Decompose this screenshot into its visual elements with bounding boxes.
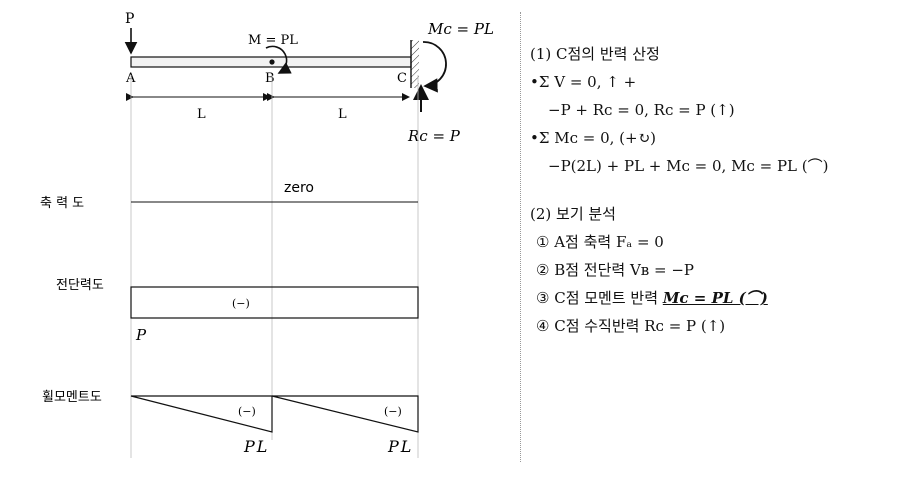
- option-3-text: ③ C점 모멘트 반력: [536, 289, 663, 307]
- label-zero: zero: [284, 180, 314, 196]
- label-pl1: PL: [243, 437, 269, 456]
- label-mc: Mᴄ = PL: [427, 20, 494, 38]
- row-label-moment: 휠모멘트도: [42, 390, 102, 405]
- label-p-shear: P: [135, 326, 147, 344]
- label-neg-m1: (−): [238, 405, 256, 418]
- solution-panel: (1) C점의 반력 산정 •Σ V = 0, ↑ + −P + Rᴄ = 0,…: [530, 40, 915, 340]
- moment-b-arrow: [265, 45, 292, 74]
- s1-eq2: •Σ Mᴄ = 0, (+↻): [530, 129, 657, 147]
- label-a: A: [125, 71, 136, 86]
- option-4: ④ C점 수직반력 Rᴄ = P (↑): [536, 317, 726, 335]
- label-pl2: PL: [387, 437, 413, 456]
- moment-triangle-2: [271, 395, 419, 433]
- beam-diagram: P M = PL Mᴄ = PL Rᴄ = P A B C L L 축 력 도 …: [40, 11, 494, 458]
- s1-title: (1) C점의 반력 산정: [530, 45, 660, 63]
- dim-l2: L: [338, 107, 347, 122]
- fixed-support-wall: [411, 40, 419, 88]
- option-2: ② B점 전단력 Vʙ = −P: [536, 261, 695, 279]
- row-label-shear: 전단력도: [56, 278, 104, 293]
- option-3-answer: Mᴄ = PL (⌒): [662, 289, 768, 307]
- label-c: C: [397, 71, 407, 86]
- s1-eq2b: −P(2L) + PL + Mᴄ = 0, Mᴄ = PL (⌒): [548, 157, 829, 175]
- label-rc: Rᴄ = P: [407, 127, 461, 145]
- s1-eq1b: −P + Rᴄ = 0, Rᴄ = P (↑): [548, 101, 735, 119]
- moment-triangle-1: [130, 395, 273, 433]
- label-neg-m2: (−): [384, 405, 402, 418]
- moment-c-arrow: [422, 41, 447, 93]
- label-neg-shear: (−): [232, 297, 250, 310]
- s2-title: (2) 보기 분석: [530, 205, 616, 223]
- dim-l1: L: [197, 107, 206, 122]
- shear-block: [130, 286, 419, 319]
- row-label-axial: 축 력 도: [40, 196, 84, 211]
- option-3: ③ C점 모멘트 반력 Mᴄ = PL (⌒): [530, 284, 915, 312]
- label-p: P: [125, 11, 134, 27]
- option-1: ① A점 축력 Fₐ = 0: [536, 233, 664, 251]
- divider: [520, 12, 521, 462]
- s1-eq1: •Σ V = 0, ↑ +: [530, 73, 637, 91]
- label-mb: M = PL: [248, 33, 298, 48]
- point-b-dot: [269, 59, 275, 65]
- label-b: B: [265, 71, 275, 86]
